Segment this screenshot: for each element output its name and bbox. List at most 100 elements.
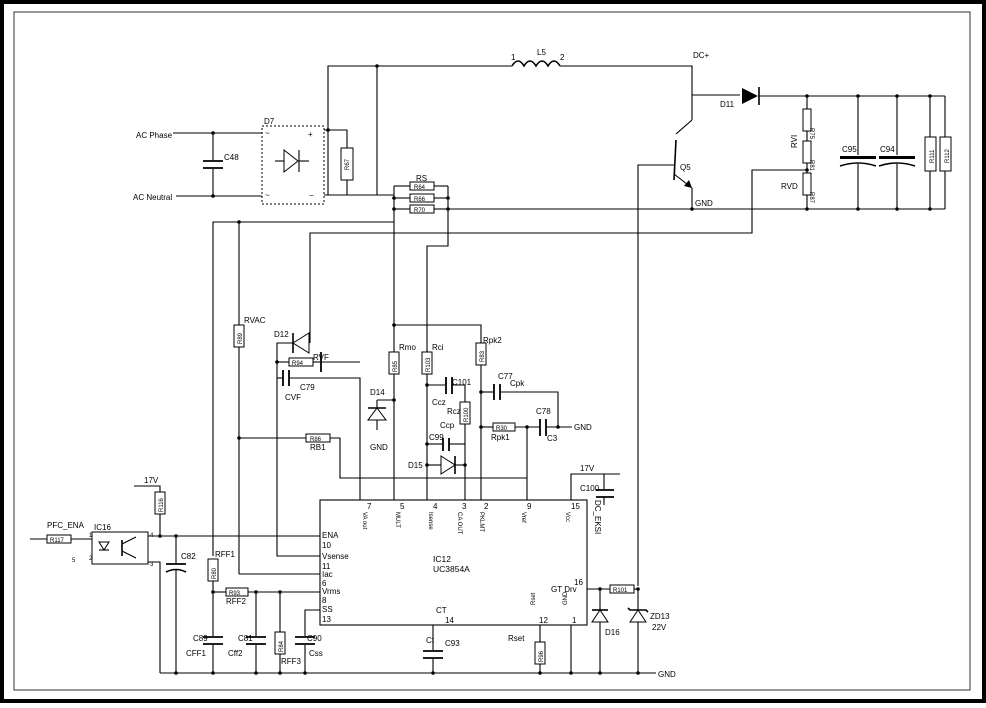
output-section: R75 R81 R87 RVI RVD C95 C94 R111 R112 [309, 96, 952, 343]
pin-14: 14 [445, 616, 454, 625]
label-RVI: RVI [790, 135, 799, 148]
pin-7: 7 [367, 502, 372, 511]
label-IC16: IC16 [94, 523, 111, 532]
label-D14: D14 [370, 388, 385, 397]
pin-9: 9 [527, 502, 532, 511]
capacitor-C94-plate1 [879, 156, 915, 159]
gate-drive: R101 D16 ZD13 22V [587, 584, 670, 673]
opto-pin-2: 2 [89, 556, 93, 562]
pin-ca-out: CA OUT [456, 512, 462, 535]
label-ac-phase: AC Phase [136, 131, 173, 140]
pin-vrms: Vrms [322, 587, 340, 596]
label-D15: D15 [408, 461, 423, 470]
label-C48: C48 [224, 153, 239, 162]
input-bridge: AC Phase AC Neutral C48 D7 ~ ~ + − R67 [133, 117, 354, 205]
label-C89: C89 [193, 634, 208, 643]
label-R86: R86 [310, 437, 322, 443]
top-rail: L5 1 2 DC+ D11 [327, 48, 945, 195]
label-R80: R80 [212, 567, 218, 579]
bridge-rectifier-D7 [261, 125, 325, 205]
label-R83: R83 [480, 350, 486, 362]
pin-va-out: VA out [361, 512, 367, 530]
label-C3: C3 [547, 434, 558, 443]
label-RVAC: RVAC [244, 316, 266, 325]
opto-pin-1: 1 [89, 533, 93, 539]
label-pfc-ena: PFC_ENA [47, 521, 85, 530]
label-RFF3: RFF3 [281, 657, 302, 666]
label-C95: C95 [842, 145, 857, 154]
pin-12: 12 [539, 616, 548, 625]
label-dc-plus: DC+ [693, 51, 710, 60]
label-Css: Css [309, 649, 323, 658]
label-Cpk: Cpk [510, 379, 525, 388]
label-C78: C78 [536, 407, 551, 416]
label-C82: C82 [181, 552, 196, 561]
svg-text:−: − [309, 191, 314, 200]
label-R85: R85 [393, 360, 399, 372]
label-zd13-value: 22V [652, 623, 667, 632]
label-17v-vcc: 17V [580, 464, 595, 473]
feedforward: RFF1 R80 R93 RFF2 C89 CFF1 C81 Cff2 R84 … [186, 550, 323, 673]
svg-text:~: ~ [265, 191, 270, 200]
label-R89: R89 [238, 332, 244, 344]
label-R103: R103 [426, 357, 432, 372]
bottom-gnd-rail: GND [160, 670, 676, 679]
pin-2: 2 [484, 502, 489, 511]
label-C99: C99 [429, 433, 444, 442]
peak-limit: R83 Rpk2 C77 Cpk R30 Rpk1 C78 C3 GND [475, 336, 592, 500]
label-RVD: RVD [781, 182, 798, 191]
mult-network: R85 Rmo D14 GND [367, 222, 482, 500]
pin-6: 6 [322, 579, 327, 588]
label-gnd-bottom: GND [658, 670, 676, 679]
label-C77: C77 [498, 372, 513, 381]
pin-ena: ENA [322, 531, 339, 540]
label-L5-pin1: 1 [511, 53, 516, 62]
pin-gt-drv: GT Drv [551, 585, 577, 594]
diode-D11 [742, 88, 758, 104]
label-D7: D7 [264, 117, 275, 126]
label-Rci: Rci [432, 343, 444, 352]
label-C100: C100 [580, 484, 600, 493]
label-R112: R112 [945, 148, 951, 163]
label-D11: D11 [720, 100, 735, 109]
label-C93: C93 [445, 639, 460, 648]
pin-isense: Isense [427, 512, 433, 530]
label-gnd-top: GND [695, 199, 713, 208]
label-CVF: CVF [285, 393, 301, 402]
pin-4: 4 [433, 502, 438, 511]
label-R67: R67 [345, 158, 351, 170]
label-ZD13: ZD13 [650, 612, 670, 621]
label-Ct: Ct [426, 636, 435, 645]
label-Rcz: Rcz [447, 407, 461, 416]
label-uc3854a: UC3854A [433, 564, 470, 574]
ic12-body [319, 499, 588, 626]
timing: Ct C93 R96 Rset [423, 625, 572, 673]
pin-pklmt: PKLMT [478, 512, 484, 532]
label-RFF1: RFF1 [215, 550, 236, 559]
label-C79: C79 [300, 383, 315, 392]
inner-border [13, 11, 971, 691]
label-Rmo: Rmo [399, 343, 416, 352]
label-R75: R75 [808, 128, 814, 140]
label-L5: L5 [537, 48, 546, 57]
label-CFF1: CFF1 [186, 649, 207, 658]
label-C101: C101 [452, 378, 472, 387]
label-RB1: RB1 [310, 443, 326, 452]
label-R64: R64 [414, 185, 426, 191]
label-R66: R66 [414, 197, 426, 203]
opto-section: 17V R116 PFC_ENA R117 IC16 1 2 4 3 5 C82 [30, 476, 320, 673]
opto-pin-3: 3 [150, 562, 154, 568]
label-Ccz: Ccz [432, 398, 446, 407]
pin-iac: Iac [322, 570, 333, 579]
label-R111: R111 [930, 149, 936, 163]
pin-10: 10 [322, 541, 331, 550]
label-Q5: Q5 [680, 163, 691, 172]
label-D12: D12 [274, 330, 289, 339]
label-R87: R87 [808, 192, 814, 204]
label-R101: R101 [613, 588, 628, 594]
label-ic12: IC12 [433, 554, 451, 564]
label-C90: C90 [307, 634, 322, 643]
pin-3: 3 [462, 502, 467, 511]
label-R96: R96 [539, 650, 545, 662]
